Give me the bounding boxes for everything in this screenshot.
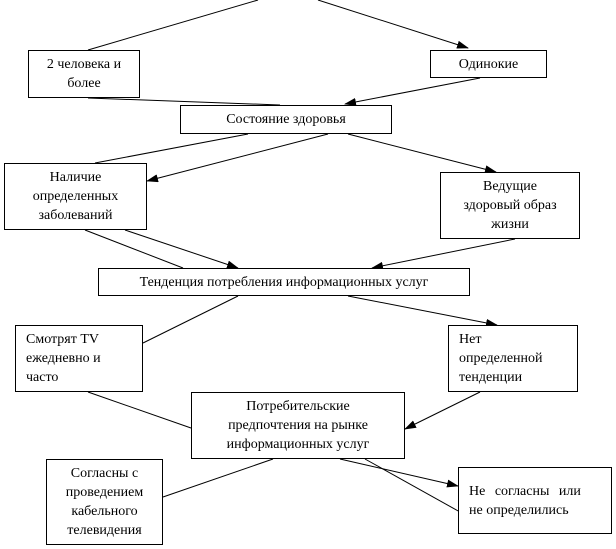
connector-preferences-to-disagree [364, 458, 461, 513]
arrow-health-to-healthy [347, 133, 497, 174]
arrow-no-tendency-to-preferences [404, 391, 481, 430]
arrow-health-to-diseases [146, 133, 329, 183]
node-single: Одинокие [430, 50, 547, 78]
connector-health-to-diseases [94, 133, 249, 164]
arrow-diseases-to-tendency [124, 229, 239, 269]
node-tendency: Тенденция потребления информационных усл… [98, 268, 470, 296]
connector-top-left [87, 0, 259, 51]
arrow-healthy-to-tendency [371, 238, 516, 270]
connector-tendency-to-tv [142, 295, 239, 344]
arrow-single-to-health [344, 77, 481, 106]
arrow-preferences-to-disagree [339, 458, 459, 488]
arrow-tendency-to-no-tendency [347, 295, 498, 327]
arrow-to-single [317, 0, 469, 49]
node-health: Состояние здоровья [180, 105, 392, 134]
connector-two-to-health [87, 97, 281, 106]
connector-diseases-to-tendency-1 [84, 229, 184, 269]
connector-preferences-to-agree [162, 458, 274, 498]
connector-tv-to-preferences [87, 391, 192, 429]
